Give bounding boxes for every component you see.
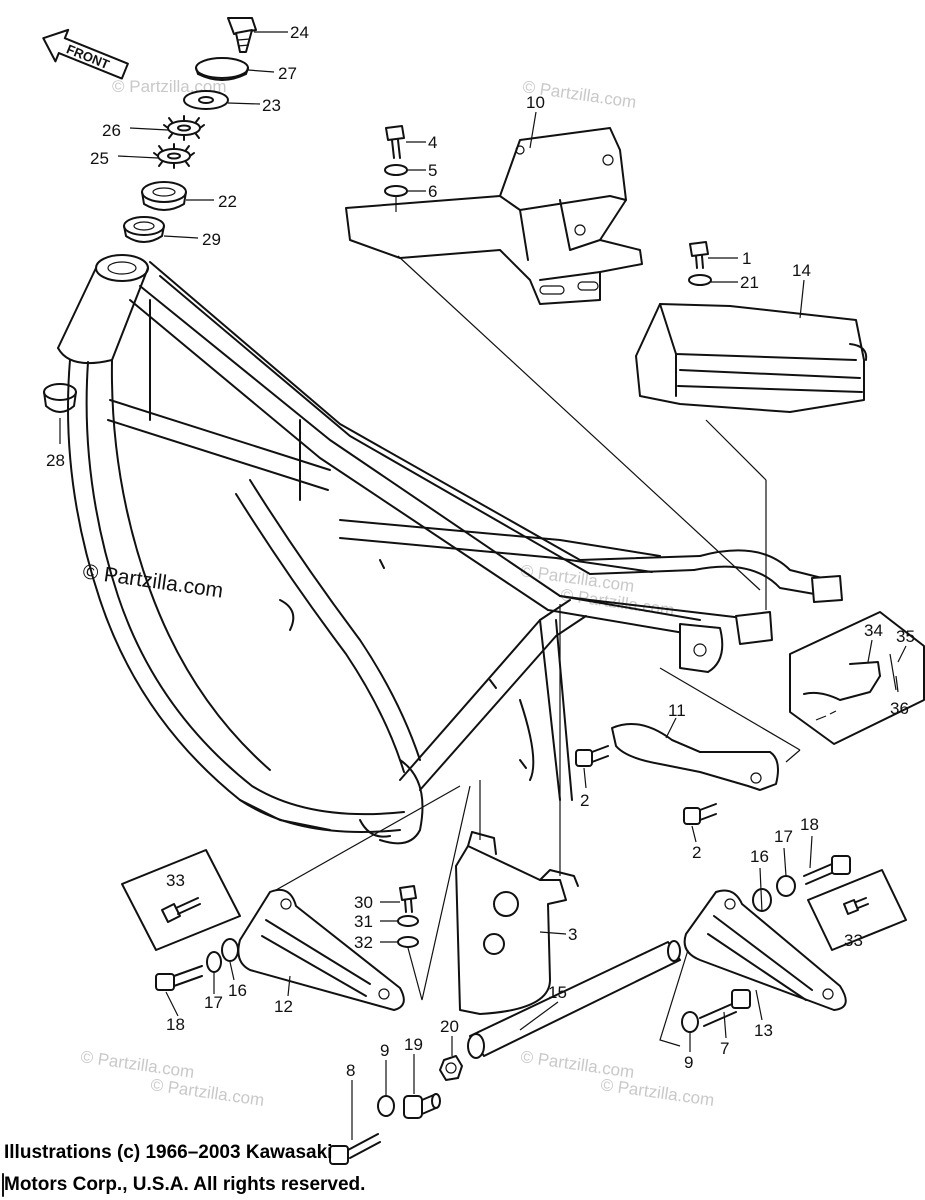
callout-11: 11 xyxy=(668,701,686,720)
callout-16: 16 xyxy=(750,847,769,866)
callout-9: 9 xyxy=(380,1041,389,1060)
lock-washer-26-icon xyxy=(163,115,205,141)
bolt-18-icon xyxy=(155,965,203,991)
bolt-30-icon xyxy=(399,885,417,913)
washer-17-icon xyxy=(776,875,796,897)
lock-washer-25-icon xyxy=(153,143,195,169)
seal-28-icon xyxy=(43,383,77,413)
steering-stem-parts xyxy=(123,17,257,243)
callout-34: 34 xyxy=(864,621,883,640)
nut-20-icon xyxy=(439,1055,463,1081)
watermark: © Partzilla.com xyxy=(149,1075,265,1110)
callout-32: 32 xyxy=(354,933,373,952)
washer-6-icon xyxy=(384,185,408,197)
washer-9-icon xyxy=(681,1011,699,1033)
leader-line xyxy=(397,255,761,591)
wire-inset-box xyxy=(789,611,925,745)
callout-33: 33 xyxy=(166,871,185,890)
bolt-33-inset-right xyxy=(807,869,907,951)
callout-36: 36 xyxy=(890,699,909,718)
collar-19-icon xyxy=(403,1093,441,1119)
leader-line xyxy=(705,419,767,481)
callout-7: 7 xyxy=(720,1039,729,1058)
plate-3 xyxy=(455,831,579,1015)
bolt-8-icon xyxy=(329,1133,381,1165)
callout-14: 14 xyxy=(792,261,811,280)
callout-31: 31 xyxy=(354,912,373,931)
watermark: © Partzilla.com xyxy=(79,1047,195,1082)
bolt-4-icon xyxy=(385,125,405,159)
washer-16-icon xyxy=(221,938,239,962)
callout-13: 13 xyxy=(754,1021,773,1040)
bolt-2-icon xyxy=(575,745,609,767)
main-frame xyxy=(57,254,843,845)
callout-labels: 24 27 23 26 25 22 29 28 4 5 6 10 1 21 14… xyxy=(46,23,915,1080)
callout-10: 10 xyxy=(526,93,545,112)
copyright-line-2: Motors Corp., U.S.A. All rights reserved… xyxy=(4,1174,365,1195)
callout-leaders xyxy=(59,31,907,1140)
callout-23: 23 xyxy=(262,96,281,115)
leader-line xyxy=(275,785,461,891)
bolt-18-icon xyxy=(803,855,851,885)
bolt-7-icon xyxy=(699,989,751,1027)
callout-18: 18 xyxy=(166,1015,185,1034)
washer-32-icon xyxy=(397,936,419,948)
callout-4: 4 xyxy=(428,133,437,152)
callout-29: 29 xyxy=(202,230,221,249)
callout-16: 16 xyxy=(228,981,247,1000)
callout-18: 18 xyxy=(800,815,819,834)
leader-line xyxy=(659,667,801,751)
callout-15: 15 xyxy=(548,983,567,1002)
callout-25: 25 xyxy=(90,149,109,168)
washer-17-icon xyxy=(206,951,222,973)
leader-line xyxy=(659,949,689,1047)
callout-24: 24 xyxy=(290,23,309,42)
front-label: FRONT xyxy=(64,41,111,72)
callout-17: 17 xyxy=(204,993,223,1012)
bolt-1-icon xyxy=(689,241,709,269)
callout-27: 27 xyxy=(278,64,297,83)
callout-2: 2 xyxy=(692,843,701,862)
callout-9: 9 xyxy=(684,1053,693,1072)
front-arrow-icon: FRONT xyxy=(42,28,129,80)
callout-33: 33 xyxy=(844,931,863,950)
tool-box-14 xyxy=(635,303,868,413)
callout-30: 30 xyxy=(354,893,373,912)
washer-5-icon xyxy=(384,164,408,176)
callout-6: 6 xyxy=(428,182,437,201)
bolt-2-icon xyxy=(683,803,717,825)
bracket-12 xyxy=(237,888,405,1011)
bolt-33-inset-left xyxy=(121,849,241,951)
leader-line xyxy=(407,785,471,1001)
callout-21: 21 xyxy=(740,273,759,292)
callout-28: 28 xyxy=(46,451,65,470)
callout-5: 5 xyxy=(428,161,437,180)
copyright-line-1: Illustrations (c) 1966–2003 Kawasaki xyxy=(4,1142,332,1163)
bracket-11 xyxy=(611,723,779,791)
callout-20: 20 xyxy=(440,1017,459,1036)
battery-case-10 xyxy=(345,127,643,305)
callout-26: 26 xyxy=(102,121,121,140)
callout-22: 22 xyxy=(218,192,237,211)
washer-9-icon xyxy=(377,1095,395,1117)
washer-31-icon xyxy=(397,915,419,927)
callout-8: 8 xyxy=(346,1061,355,1080)
callout-2: 2 xyxy=(580,791,589,810)
leader-line xyxy=(785,749,801,763)
callout-1: 1 xyxy=(742,249,751,268)
callout-17: 17 xyxy=(774,827,793,846)
callout-35: 35 xyxy=(896,627,915,646)
callout-12: 12 xyxy=(274,997,293,1016)
callout-19: 19 xyxy=(404,1035,423,1054)
washer-21-icon xyxy=(688,274,712,286)
callout-3: 3 xyxy=(568,925,577,944)
watermark: © Partzilla.com xyxy=(599,1075,715,1110)
